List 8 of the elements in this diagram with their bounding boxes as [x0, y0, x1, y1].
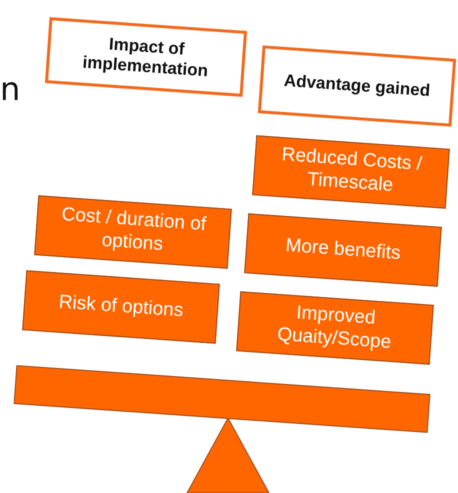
factor-label: Reduced Costs / Timescale	[280, 143, 424, 198]
factor-label: More benefits	[284, 234, 402, 266]
factor-label: Risk of options	[57, 290, 185, 323]
heading-text: Impact of implementation	[81, 33, 210, 82]
heading-text: Advantage gained	[282, 70, 432, 102]
factor-label: Improved Quaity/Scope	[276, 302, 393, 355]
factor-label: Cost / duration of options	[60, 203, 208, 258]
partial-title-text: n	[0, 70, 20, 108]
